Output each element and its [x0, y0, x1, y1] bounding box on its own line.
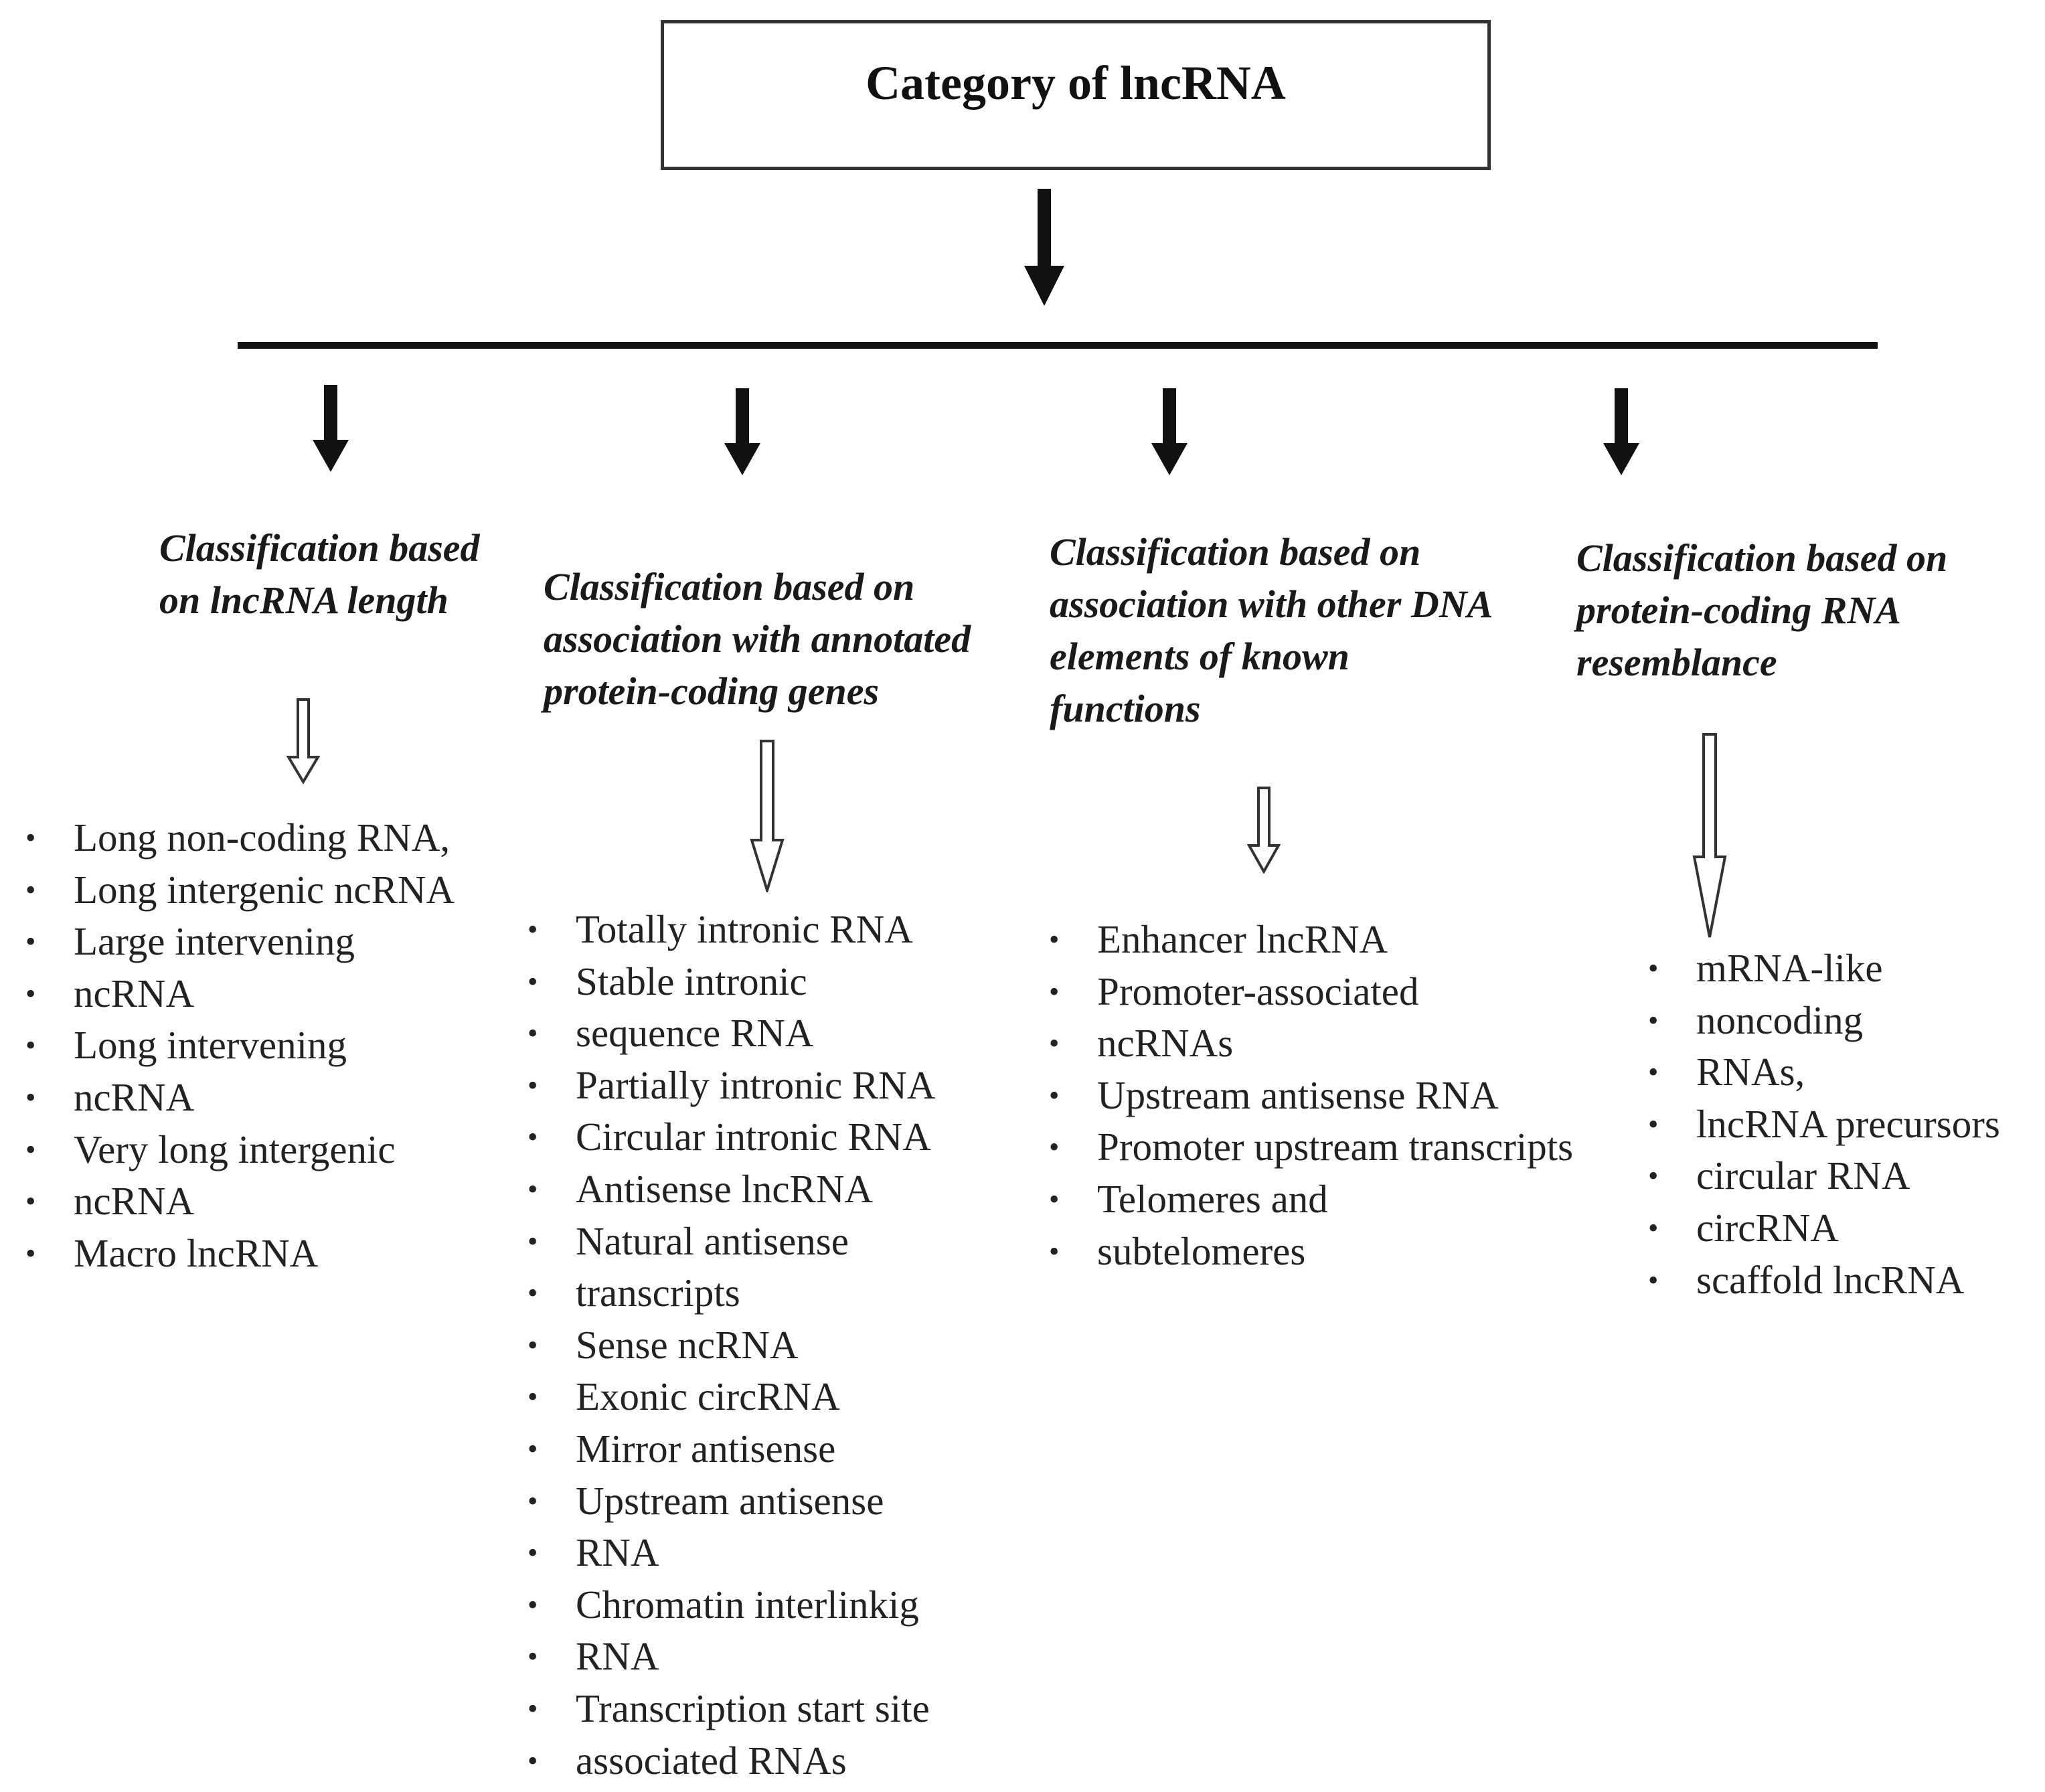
- list-item: Long intervening: [25, 1020, 455, 1072]
- list-item: Transcription start site: [527, 1683, 935, 1735]
- branch-arrow-icon: [724, 388, 760, 475]
- list-item: ncRNA: [25, 968, 455, 1020]
- category-title-line: association with annotated: [544, 617, 971, 661]
- list-item: Long intergenic ncRNA: [25, 864, 455, 916]
- category-title-line: protein-coding genes: [544, 669, 880, 713]
- list-item: scaffold lncRNA: [1648, 1254, 2000, 1307]
- list-item: Natural antisense: [527, 1216, 935, 1268]
- list-item: Macro lncRNA: [25, 1228, 455, 1280]
- category-title-line: association with other DNA: [1050, 582, 1493, 626]
- category-title-protein-coding-genes: Classification based on association with…: [544, 561, 971, 718]
- list-item: RNAs,: [1648, 1046, 2000, 1098]
- branch-arrow-icon: [1603, 388, 1639, 475]
- list-item: Chromatin interlinkig: [527, 1579, 935, 1631]
- list-item: RNA: [527, 1631, 935, 1683]
- list-item: Partially intronic RNA: [527, 1060, 935, 1112]
- category-title-line: Classification based on: [1050, 530, 1421, 574]
- branch-arrow-icon: [313, 385, 349, 472]
- list-item: Upstream antisense: [527, 1475, 935, 1528]
- category-title-line: on lncRNA length: [159, 578, 448, 622]
- category-title-length: Classification based on lncRNA length: [159, 522, 480, 627]
- list-item: Promoter-associated: [1049, 966, 1573, 1018]
- category-title-rna-resemblance: Classification based on protein-coding R…: [1576, 532, 1947, 689]
- list-item: ncRNA: [25, 1072, 455, 1124]
- category-title-line: Classification based on: [544, 565, 915, 608]
- list-item: Sense ncRNA: [527, 1319, 935, 1372]
- category-title-line: resemblance: [1576, 641, 1777, 684]
- category-title-line: Classification based: [159, 526, 480, 570]
- list-item: Totally intronic RNA: [527, 904, 935, 956]
- list-item: Mirror antisense: [527, 1423, 935, 1475]
- list-item: RNA: [527, 1527, 935, 1579]
- hollow-down-arrow-icon: [1692, 733, 1727, 938]
- root-category-box: Category of lncRNA: [661, 20, 1491, 170]
- list-item: mRNA-like: [1648, 943, 2000, 995]
- list-item: Promoter upstream transcripts: [1049, 1121, 1573, 1173]
- category-title-line: Classification based on: [1576, 536, 1948, 580]
- horizontal-connector-bar: [238, 342, 1878, 349]
- list-item: noncoding: [1648, 995, 2000, 1047]
- category-items-dna-elements: Enhancer lncRNA Promoter-associated ncRN…: [1049, 914, 1573, 1277]
- category-title-line: elements of known: [1050, 635, 1349, 678]
- category-items-protein-coding-genes: Totally intronic RNA Stable intronic seq…: [527, 904, 935, 1787]
- list-item: Enhancer lncRNA: [1049, 914, 1573, 966]
- list-item: associated RNAs: [527, 1735, 935, 1787]
- category-items-rna-resemblance: mRNA-like noncoding RNAs, lncRNA precurs…: [1648, 943, 2000, 1306]
- list-item: Very long intergenic: [25, 1124, 455, 1176]
- list-item: Antisense lncRNA: [527, 1163, 935, 1216]
- root-title: Category of lncRNA: [866, 56, 1286, 110]
- list-item: Upstream antisense RNA: [1049, 1070, 1573, 1122]
- category-items-length: Long non-coding RNA, Long intergenic ncR…: [25, 812, 455, 1279]
- list-item: sequence RNA: [527, 1007, 935, 1060]
- hollow-down-arrow-icon: [1247, 787, 1281, 874]
- list-item: transcripts: [527, 1267, 935, 1319]
- list-item: subtelomeres: [1049, 1226, 1573, 1278]
- hollow-down-arrow-icon: [750, 740, 785, 892]
- list-item: circular RNA: [1648, 1150, 2000, 1202]
- list-item: ncRNA: [25, 1175, 455, 1228]
- list-item: lncRNA precursors: [1648, 1098, 2000, 1151]
- category-title-dna-elements: Classification based on association with…: [1050, 526, 1493, 735]
- list-item: Telomeres and: [1049, 1173, 1573, 1226]
- list-item: Long non-coding RNA,: [25, 812, 455, 864]
- category-title-line: functions: [1050, 687, 1201, 730]
- list-item: circRNA: [1648, 1202, 2000, 1254]
- list-item: Stable intronic: [527, 956, 935, 1008]
- list-item: ncRNAs: [1049, 1017, 1573, 1070]
- branch-arrow-icon: [1151, 388, 1188, 475]
- list-item: Large intervening: [25, 916, 455, 968]
- category-title-line: protein-coding RNA: [1576, 588, 1901, 632]
- hollow-down-arrow-icon: [287, 698, 320, 784]
- list-item: Circular intronic RNA: [527, 1111, 935, 1163]
- list-item: Exonic circRNA: [527, 1371, 935, 1423]
- main-down-arrow-icon: [1024, 189, 1064, 306]
